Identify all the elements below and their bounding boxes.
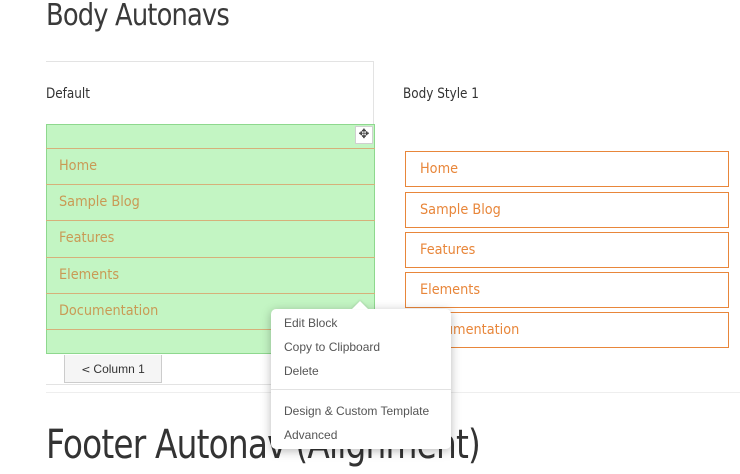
menu-item-delete[interactable]: Delete	[284, 364, 319, 378]
nav-item-label: Sample Blog	[59, 194, 140, 210]
nav-item-label: Elements	[420, 282, 481, 298]
context-menu-arrow	[352, 301, 368, 309]
nav-item-label: Sample Blog	[420, 202, 501, 218]
column-button-label: Column 1	[93, 362, 145, 376]
style1-nav-item-elements[interactable]: Elements	[405, 272, 729, 308]
column-1-button[interactable]: <Column 1	[64, 355, 162, 383]
nav-item-sample-blog[interactable]: Sample Blog	[46, 184, 375, 220]
block-context-menu	[271, 309, 451, 449]
nav-item-label: Features	[420, 242, 476, 258]
style1-nav-item-documentation[interactable]: Documentation	[405, 312, 729, 348]
nav-item-label: Home	[59, 158, 98, 174]
menu-item-advanced[interactable]: Advanced	[284, 428, 338, 442]
nav-item-label: Documentation	[59, 303, 159, 319]
menu-item-edit-block[interactable]: Edit Block	[284, 316, 338, 330]
nav-item-features[interactable]: Features	[46, 220, 375, 256]
nav-item-home[interactable]: Home	[46, 148, 375, 184]
nav-divider	[46, 329, 375, 330]
move-icon[interactable]: ✥	[355, 126, 373, 144]
nav-item-elements[interactable]: Elements	[46, 257, 375, 293]
nav-item-label: Home	[420, 161, 459, 177]
menu-separator	[271, 389, 451, 390]
share-icon: <	[81, 363, 91, 376]
nav-item-documentation[interactable]: Documentation	[46, 293, 375, 329]
nav-item-label: Features	[59, 230, 115, 246]
menu-item-design-custom-template[interactable]: Design & Custom Template	[284, 404, 430, 418]
style1-nav-item-features[interactable]: Features	[405, 232, 729, 268]
nav-item-label: Elements	[59, 267, 120, 283]
area-label-default: Default	[46, 86, 90, 102]
section-title-body-autonavs: Body Autonavs	[46, 0, 230, 33]
style1-nav-item-home[interactable]: Home	[405, 151, 729, 187]
menu-item-copy-to-clipboard[interactable]: Copy to Clipboard	[284, 340, 381, 354]
area-label-body-style-1: Body Style 1	[403, 86, 479, 102]
style1-nav-item-sample-blog[interactable]: Sample Blog	[405, 192, 729, 228]
